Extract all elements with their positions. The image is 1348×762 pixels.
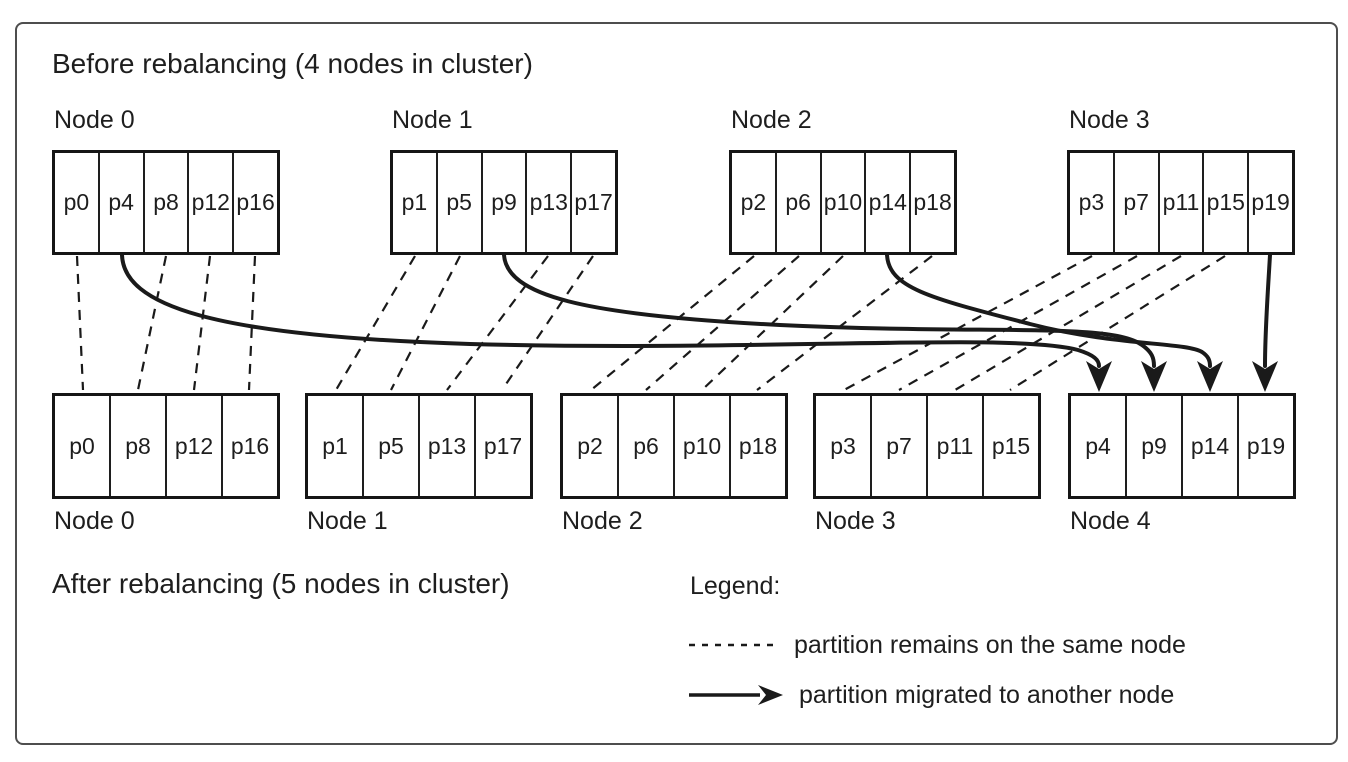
partition-cell-p5: p5 (438, 153, 483, 252)
partition-cell-p3: p3 (1070, 153, 1115, 252)
partition-cell-p13: p13 (527, 153, 573, 252)
after-node-0-box: p0 p8 p12 p16 (52, 393, 280, 499)
dashed-line-icon (689, 643, 779, 647)
partition-cell-p11: p11 (928, 396, 984, 496)
partition-cell-p10: p10 (675, 396, 731, 496)
partition-cell-p0: p0 (55, 396, 111, 496)
before-node-0-box: p0 p4 p8 p12 p16 (52, 150, 280, 255)
partition-cell-p17: p17 (483, 432, 523, 459)
migration-arrow-icon (689, 685, 783, 705)
partition-cell-p18: p18 (738, 432, 778, 459)
partition-cell-p7: p7 (872, 396, 928, 496)
partition-cell-p6: p6 (777, 153, 822, 252)
before-node-2-box: p2 p6 p10 p14 p18 (729, 150, 957, 255)
after-node-1-box: p1 p5 p13 p17 (305, 393, 533, 499)
partition-cell-p9: p9 (1127, 396, 1183, 496)
after-node-2-label: Node 2 (562, 507, 643, 535)
partition-cell-p11: p11 (1160, 153, 1205, 252)
partition-cell-p5: p5 (364, 396, 420, 496)
before-node-1-label: Node 1 (392, 106, 473, 134)
after-node-4-box: p4 p9 p14 p19 (1068, 393, 1296, 499)
partition-cell-p12: p12 (189, 153, 235, 252)
partition-cell-p8: p8 (145, 153, 190, 252)
after-node-4-label: Node 4 (1070, 507, 1151, 535)
after-node-0-label: Node 0 (54, 507, 135, 535)
partition-cell-p18: p18 (913, 189, 952, 215)
partition-cell-p15: p15 (1204, 153, 1250, 252)
partition-cell-p19: p19 (1246, 432, 1286, 459)
partition-cell-p12: p12 (167, 396, 223, 496)
partition-cell-p14: p14 (1183, 396, 1239, 496)
partition-cell-p16: p16 (236, 189, 275, 215)
before-title: Before rebalancing (4 nodes in cluster) (52, 48, 533, 79)
partition-cell-p4: p4 (100, 153, 145, 252)
legend-title: Legend: (690, 572, 781, 600)
after-node-2-box: p2 p6 p10 p18 (560, 393, 788, 499)
after-node-3-label: Node 3 (815, 507, 896, 535)
before-node-2-label: Node 2 (731, 106, 812, 134)
partition-cell-p2: p2 (563, 396, 619, 496)
partition-cell-p14: p14 (866, 153, 912, 252)
legend-migrated-label: partition migrated to another node (799, 680, 1175, 709)
partition-cell-p2: p2 (732, 153, 777, 252)
legend-item-remains: partition remains on the same node (688, 630, 1186, 660)
legend-item-migrated: partition migrated to another node (688, 680, 1174, 710)
partition-cell-p8: p8 (111, 396, 167, 496)
partition-cell-p7: p7 (1115, 153, 1160, 252)
partition-cell-p19: p19 (1251, 189, 1290, 215)
partition-cell-p17: p17 (574, 189, 613, 215)
partition-cell-p15: p15 (991, 432, 1031, 459)
before-node-1-box: p1 p5 p9 p13 p17 (390, 150, 618, 255)
partition-cell-p1: p1 (393, 153, 438, 252)
partition-cell-p9: p9 (483, 153, 528, 252)
before-node-3-box: p3 p7 p11 p15 p19 (1067, 150, 1295, 255)
partition-cell-p0: p0 (55, 153, 100, 252)
partition-cell-p16: p16 (230, 432, 270, 459)
after-node-1-label: Node 1 (307, 507, 388, 535)
after-title: After rebalancing (5 nodes in cluster) (52, 568, 510, 599)
after-node-3-box: p3 p7 p11 p15 (813, 393, 1041, 499)
partition-cell-p4: p4 (1071, 396, 1127, 496)
partition-cell-p6: p6 (619, 396, 675, 496)
partition-cell-p3: p3 (816, 396, 872, 496)
partition-cell-p1: p1 (308, 396, 364, 496)
partition-cell-p13: p13 (420, 396, 476, 496)
partition-cell-p10: p10 (822, 153, 867, 252)
before-node-3-label: Node 3 (1069, 106, 1150, 134)
legend-remains-label: partition remains on the same node (794, 630, 1186, 659)
before-node-0-label: Node 0 (54, 106, 135, 134)
